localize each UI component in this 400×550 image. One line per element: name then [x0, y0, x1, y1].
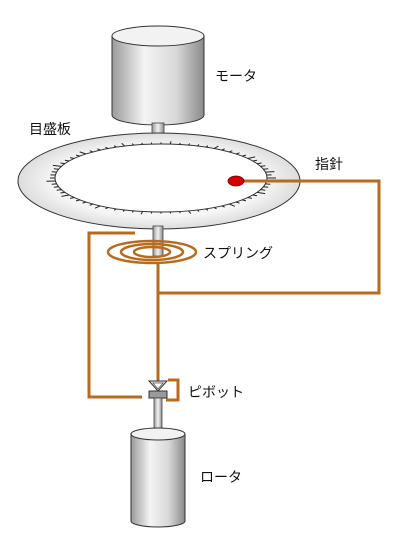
dial-tick: [228, 203, 236, 207]
spring-coil: [106, 239, 198, 265]
dial-tick: [141, 142, 144, 145]
dial-tick: [260, 165, 266, 167]
dial-tick: [252, 159, 258, 162]
dial-tick: [169, 141, 172, 145]
rotor-label: ロータ: [200, 470, 242, 486]
dial-tick: [205, 145, 209, 148]
dial-tick: [56, 189, 62, 191]
dial-tick: [169, 211, 172, 214]
dial-tick: [196, 144, 200, 147]
dial-tick: [221, 148, 225, 151]
dial-tick: [121, 142, 126, 147]
pivot-icon: [147, 380, 169, 399]
dial-tick: [69, 157, 75, 159]
dial-tick: [221, 205, 225, 208]
dial-tick: [213, 206, 217, 210]
dial-tick: [75, 154, 80, 157]
dial-tick: [178, 142, 181, 145]
dial-tick: [235, 201, 240, 204]
dial-tick: [131, 143, 134, 146]
dial-tick: [188, 210, 192, 214]
dial-tick: [265, 171, 275, 173]
dial-tick: [89, 150, 94, 153]
spring-label: スプリング: [203, 246, 273, 262]
dial-tick: [79, 151, 87, 155]
dial-tick: [150, 211, 153, 214]
dial-tick: [52, 164, 62, 167]
dial-tick: [257, 191, 266, 195]
dial-tick: [61, 194, 70, 197]
dial-plate-label: 目盛板: [29, 122, 71, 138]
dial-tick: [105, 206, 109, 210]
dial-tick: [247, 156, 256, 159]
dial-tick: [196, 209, 200, 212]
dial-tick: [247, 197, 253, 199]
dial-tick: [82, 201, 87, 204]
dial-tick: [260, 189, 266, 191]
pivot-label: ピボット: [188, 385, 244, 401]
dial-tick: [94, 205, 101, 209]
pointer-label: 指針: [315, 157, 343, 173]
dial-tick: [213, 145, 219, 150]
dial-tick: [105, 146, 109, 150]
dial-tick: [113, 145, 117, 148]
wire-path: [87, 179, 381, 402]
dial-tick: [257, 162, 262, 165]
dial-tick: [69, 197, 75, 199]
dial-tick: [60, 191, 65, 194]
dial-tick: [188, 143, 191, 146]
dial-tick: [242, 199, 247, 202]
dial-tick: [122, 209, 126, 212]
dial-tick: [89, 203, 94, 206]
dial-tick: [140, 211, 144, 215]
dial-tick: [75, 199, 80, 202]
dial-tick: [60, 162, 65, 165]
dial-tick: [235, 152, 240, 155]
rotor-cylinder: [130, 427, 186, 528]
motor-label: モータ: [215, 69, 257, 85]
dial-tick: [228, 150, 233, 153]
dial-tick: [252, 194, 258, 197]
dial-tick: [97, 148, 101, 151]
dial-tick: [113, 208, 117, 211]
dial-tick: [150, 142, 153, 145]
pointer-dot: [227, 175, 245, 187]
motor-cylinder: [111, 25, 205, 126]
dial-tick: [178, 211, 181, 214]
dial-tick: [205, 208, 209, 211]
dial-tick: [242, 154, 247, 157]
dial-tick: [131, 210, 134, 213]
dial-tick: [64, 159, 70, 162]
